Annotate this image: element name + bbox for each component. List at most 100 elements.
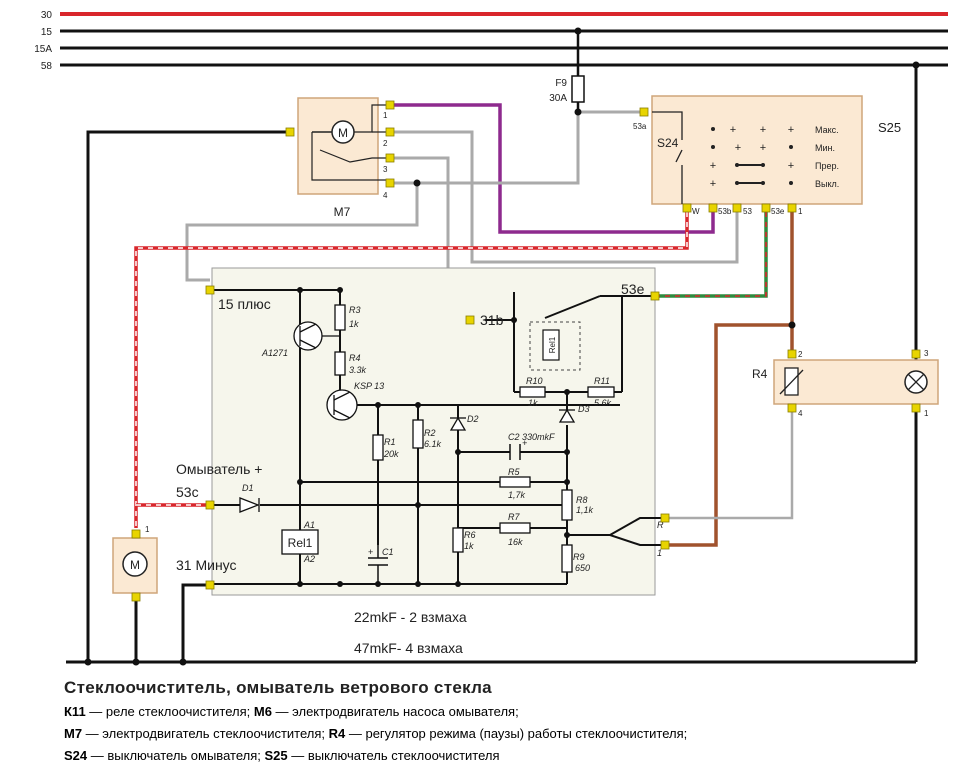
label-31b: 31b bbox=[480, 312, 504, 328]
svg-text:M: M bbox=[338, 126, 348, 140]
lamp-pin-3: 3 bbox=[924, 349, 929, 358]
svg-text:+: + bbox=[788, 160, 794, 172]
s25-mode-max: Макс. bbox=[815, 125, 839, 135]
r4-pin-4: 4 bbox=[798, 409, 803, 418]
r4-name: R4 bbox=[752, 367, 768, 381]
svg-text:KSP 13: KSP 13 bbox=[354, 381, 384, 391]
svg-text:R10: R10 bbox=[526, 376, 543, 386]
svg-text:1k: 1k bbox=[528, 398, 538, 408]
capacitor-c1 bbox=[368, 545, 388, 584]
svg-text:R7: R7 bbox=[508, 512, 520, 522]
svg-text:16k: 16k bbox=[508, 537, 523, 547]
relay-contact-label: Rel1 bbox=[548, 336, 557, 353]
fuse-name: F9 bbox=[555, 78, 567, 89]
s25-pin-53: 53 bbox=[743, 207, 752, 216]
svg-text:R3: R3 bbox=[349, 305, 361, 315]
r4-pin-2: 2 bbox=[798, 350, 803, 359]
svg-text:20k: 20k bbox=[383, 449, 399, 459]
s25-mode-min: Мин. bbox=[815, 143, 835, 153]
diode-d1 bbox=[239, 497, 260, 513]
label-15-plus: 15 плюс bbox=[218, 296, 271, 312]
bus-label-15a: 15A bbox=[34, 44, 52, 55]
s25-mode-int: Прер. bbox=[815, 161, 839, 171]
relay-coil-label: Rel1 bbox=[288, 536, 313, 550]
svg-text:R2: R2 bbox=[424, 428, 436, 438]
label-washer: Омыватель + bbox=[176, 461, 262, 477]
diode-d3 bbox=[558, 408, 576, 423]
wire-green-red bbox=[655, 212, 768, 298]
svg-text:R8: R8 bbox=[576, 495, 588, 505]
resistor-r11 bbox=[587, 386, 615, 398]
s25-pin-w: W bbox=[692, 207, 700, 216]
legend-line-2: М7 — электродвигатель стеклоочистителя; … bbox=[64, 726, 688, 741]
svg-text:+: + bbox=[760, 142, 766, 154]
s25-input-pin: 53a bbox=[633, 122, 647, 131]
resistor-r3 bbox=[334, 304, 346, 331]
svg-text:+: + bbox=[760, 124, 766, 136]
bus-lines: 30 15 15A 58 bbox=[34, 10, 948, 72]
s25-pin-1: 1 bbox=[798, 207, 803, 216]
transistor-a1271 bbox=[293, 321, 340, 351]
svg-text:+: + bbox=[710, 160, 716, 172]
svg-text:A1: A1 bbox=[303, 520, 315, 530]
svg-text:R5: R5 bbox=[508, 467, 520, 477]
diode-d2 bbox=[449, 416, 467, 431]
wire-grey-m7-2 bbox=[394, 130, 739, 264]
bus-label-30: 30 bbox=[41, 10, 53, 21]
svg-text:A2: A2 bbox=[303, 554, 315, 564]
svg-text:+: + bbox=[735, 142, 741, 154]
svg-text:D1: D1 bbox=[242, 483, 254, 493]
resistor-r9 bbox=[561, 544, 573, 573]
s25-mode-grid: +++ ++ ++ + bbox=[710, 124, 794, 190]
junction-dots bbox=[297, 287, 570, 587]
m7-pin-4: 4 bbox=[383, 191, 388, 200]
wire-grey-15plus bbox=[185, 183, 419, 282]
control-board: R3 1k R4 3.3k A1271 KSP 13 R1 20k R2 6.1… bbox=[176, 267, 665, 656]
switch-s25: S25 S24 53a +++ ++ ++ + Макс. Мин. Прер.… bbox=[633, 95, 901, 216]
s25-pin-53b: 53b bbox=[718, 207, 732, 216]
resistor-r1 bbox=[372, 434, 384, 461]
resistor-r8 bbox=[561, 489, 573, 521]
svg-text:R11: R11 bbox=[594, 376, 610, 386]
svg-text:C1: C1 bbox=[382, 547, 394, 557]
svg-text:R: R bbox=[657, 520, 664, 530]
m7-pin-1: 1 bbox=[383, 111, 388, 120]
wire-purple bbox=[392, 103, 715, 234]
lamp-pin-1: 1 bbox=[924, 409, 929, 418]
resistor-r2 bbox=[412, 419, 424, 449]
svg-text:650: 650 bbox=[575, 563, 590, 573]
s25-mode-off: Выкл. bbox=[815, 179, 839, 189]
washer-motor: M 1 bbox=[84, 525, 187, 666]
wire-brown bbox=[665, 212, 794, 547]
washer-motor-icon bbox=[122, 551, 148, 577]
note-22mkf: 22mkF - 2 взмаха bbox=[354, 609, 467, 625]
label-53c: 53c bbox=[176, 484, 199, 500]
lamp: 3 1 bbox=[904, 61, 929, 418]
svg-text:R1: R1 bbox=[384, 437, 396, 447]
svg-text:1: 1 bbox=[657, 548, 662, 558]
svg-text:+: + bbox=[522, 438, 527, 448]
m7-pin-2: 2 bbox=[383, 139, 388, 148]
svg-text:D2: D2 bbox=[467, 414, 479, 424]
relay-rel1-contacts bbox=[529, 321, 581, 371]
svg-text:1k: 1k bbox=[349, 319, 359, 329]
fuse-rating: 30A bbox=[549, 93, 567, 104]
bus-label-15: 15 bbox=[41, 27, 53, 38]
svg-text:+: + bbox=[788, 124, 794, 136]
svg-text:6.1k: 6.1k bbox=[424, 439, 442, 449]
connector-markers bbox=[131, 100, 921, 602]
m7-pin-3: 3 bbox=[383, 165, 388, 174]
svg-text:D3: D3 bbox=[578, 404, 590, 414]
washer-pin-1: 1 bbox=[145, 525, 150, 534]
svg-text:C2 330mkF: C2 330mkF bbox=[508, 432, 555, 442]
transistor-ksp13 bbox=[326, 389, 358, 421]
svg-text:5.6k: 5.6k bbox=[594, 398, 612, 408]
legend-line-3: S24 — выключатель омывателя; S25 — выклю… bbox=[64, 748, 500, 763]
resistor-r7 bbox=[499, 522, 531, 534]
s25-pin-53e: 53e bbox=[771, 207, 785, 216]
resistor-r4 bbox=[334, 351, 346, 376]
m7-name: M7 bbox=[334, 205, 351, 219]
svg-text:A1271: A1271 bbox=[261, 348, 288, 358]
s24-name: S24 bbox=[657, 136, 679, 150]
s25-name: S25 bbox=[878, 120, 901, 135]
